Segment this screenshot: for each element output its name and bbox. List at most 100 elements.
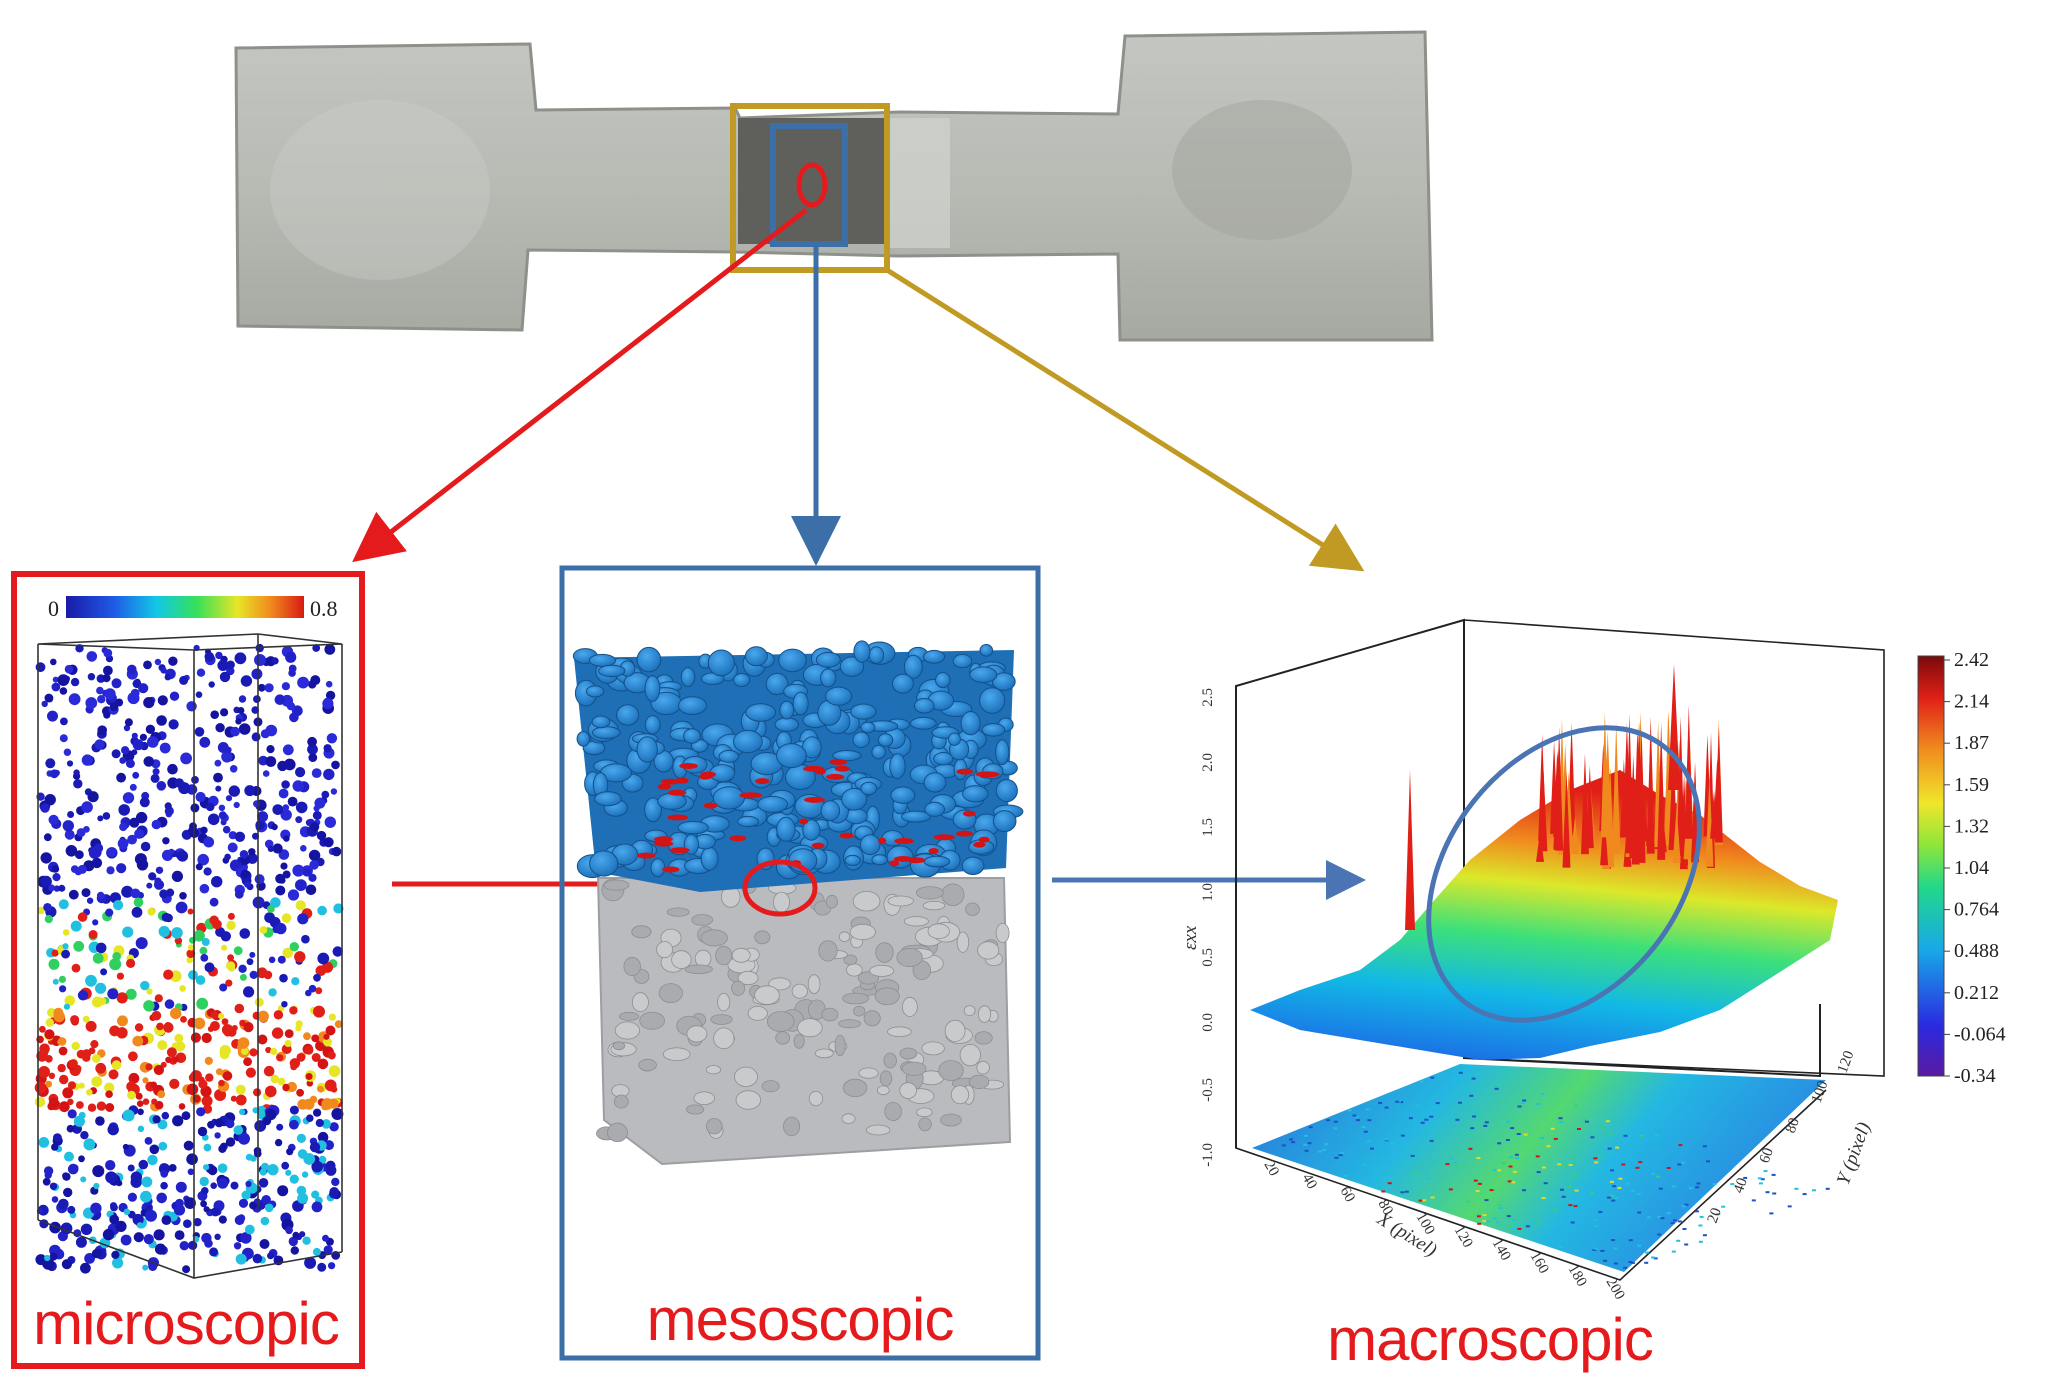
meso-grain [683,728,701,744]
micro-particle [328,1262,336,1270]
macro-floor-cell [1771,1173,1776,1176]
macro-floor-cell [1469,1094,1474,1097]
meso-grain [677,820,709,835]
meso-matrix-grain [968,1074,990,1090]
micro-particle [127,1164,135,1172]
micro-particle [43,833,52,842]
micro-particle [317,1058,329,1070]
meso-matrix-grain [834,1034,846,1057]
micro-particle [207,813,220,826]
macro-floor-cell [1611,1239,1615,1242]
meso-volume [572,640,1024,1166]
micro-particle [195,975,206,985]
meso-matrix-grain [876,1085,890,1096]
macro-spike [1684,705,1693,839]
micro-particle [186,701,197,712]
meso-grain [889,753,906,780]
micro-particle [308,680,317,689]
micro-particle [186,956,193,964]
micro-particle [321,961,334,973]
micro-particle [193,930,205,942]
micro-particle [61,949,70,959]
micro-particle [200,954,209,962]
micro-particle [238,723,251,735]
micro-particle [58,884,66,892]
macro-spike [1664,711,1673,833]
meso-grain [792,691,809,716]
micro-particle [282,804,290,811]
macro-floor-cell [1598,1210,1603,1213]
micro-particle [71,963,81,973]
macro-floor-cell [1326,1119,1331,1122]
micro-particle [257,1034,268,1045]
meso-grain [910,716,937,730]
meso-matrix-grain [666,907,690,917]
meso-pore [669,847,690,854]
micro-particle [62,929,70,936]
meso-focus-circle [742,859,818,917]
micro-particle [151,1010,162,1021]
meso-matrix-grain [853,1005,866,1017]
micro-particle [133,1232,144,1243]
micro-particle [204,651,215,662]
micro-particle [209,897,219,907]
micro-particle [186,949,196,958]
micro-particle [150,773,160,783]
micro-particle [96,891,105,900]
micro-particle [324,1079,337,1092]
macro-floor-cell [1363,1130,1368,1133]
micro-particle [118,804,130,816]
micro-particle [328,1098,339,1109]
micro-particle [102,812,111,820]
micro-particle [168,1164,177,1172]
micro-particle [77,990,89,1001]
micro-particle [127,1192,137,1202]
micro-particle [321,790,330,799]
micro-particle [135,937,148,950]
micro-particle [142,1264,149,1271]
macro-floor-cell [1522,1099,1527,1102]
macro-floor-cell [1630,1261,1635,1264]
micro-particle [62,1087,74,1099]
micro-particle [323,837,334,848]
macro-floor-cell [1404,1190,1409,1193]
macro-floor-cell [1651,1256,1656,1259]
micro-particle [164,999,175,1009]
micro-particle [277,955,286,964]
micro-particle [137,1125,145,1133]
macro-floor-cell [1760,1178,1765,1181]
meso-grain [594,791,622,807]
micro-particle [251,732,261,742]
meso-grain [820,668,837,688]
macro-floor-cell [1570,1200,1575,1203]
micro-particle [183,1140,194,1151]
macro-spike [1633,727,1642,853]
micro-particle [257,1010,269,1022]
macro-floor-cell [1485,1220,1490,1223]
micro-particle [234,1003,245,1014]
macro-floor-cell [1607,1196,1612,1199]
macro-floor-cell [1484,1199,1489,1202]
meso-pore [933,834,955,841]
meso-matrix-grain [977,1005,992,1023]
macro-floor-cell [1419,1080,1424,1083]
meso-matrix-grain [863,1010,881,1027]
macro-floor-cell [1444,1123,1449,1126]
micro-particle [323,1033,330,1040]
micro-particle [187,908,194,915]
meso-pore [636,852,656,859]
macro-floor-cell [1610,1169,1615,1172]
micro-particle [76,1101,84,1109]
micro-particle [305,884,317,896]
macro-floor-cell [1333,1127,1338,1130]
micro-particle [34,1081,47,1094]
meso-pore [811,842,825,849]
meso-grain [644,797,662,823]
micro-particle [317,1262,327,1272]
macro-floor-cell [1477,1222,1482,1225]
micro-particle [311,1190,320,1199]
micro-particle [158,925,170,938]
micro-particle [312,1247,321,1256]
macro-floor-cell [1787,1205,1792,1208]
arrow-to-micro [352,208,808,563]
